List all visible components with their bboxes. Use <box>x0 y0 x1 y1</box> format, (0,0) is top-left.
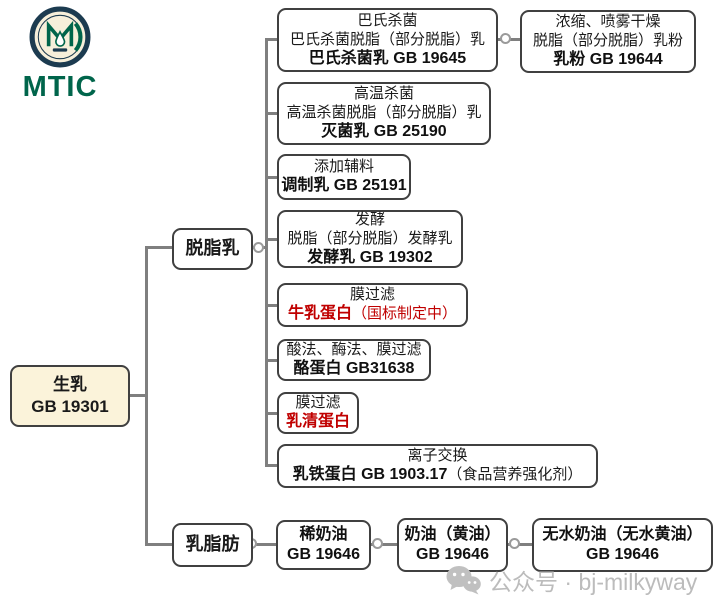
product-desc: 巴氏杀菌脱脂（部分脱脂）乳 <box>289 30 485 48</box>
connector-dot <box>500 33 511 44</box>
connector-line <box>266 112 277 115</box>
node-standard: GB 19301 <box>31 397 109 416</box>
node-standard: 巴氏杀菌乳 GB 19645 <box>308 49 467 67</box>
node-standard: 酪蛋白 GB31638 <box>293 360 415 378</box>
connector-line <box>266 38 277 41</box>
node-lactoferrin: 离子交换 乳铁蛋白 GB 1903.17（食品营养强化剂） <box>277 444 598 488</box>
node-butter: 奶油（黄油） GB 19646 <box>397 518 508 572</box>
connector-line <box>266 304 277 307</box>
node-sterilized-milk: 高温杀菌 高温杀菌脱脂（部分脱脂）乳 灭菌乳 GB 25190 <box>277 82 491 145</box>
node-milk-fat: 乳脂肪 <box>172 523 253 567</box>
connector-line <box>148 246 172 249</box>
watermark-text: 公众号 · bj-milkyway <box>489 569 698 595</box>
node-casein: 酸法、酶法、膜过滤 酪蛋白 GB31638 <box>277 339 431 381</box>
connector-line <box>148 543 172 546</box>
node-cream: 稀奶油 GB 19646 <box>276 520 371 570</box>
connector-line <box>266 176 277 179</box>
node-whey-protein: 膜过滤 乳清蛋白 <box>277 392 359 434</box>
node-anhydrous-butter: 无水奶油（无水黄油） GB 19646 <box>532 518 713 572</box>
process-label: 发酵 <box>354 210 385 228</box>
process-label: 膜过滤 <box>349 286 395 304</box>
wechat-icon <box>446 566 481 595</box>
product-desc: 脱脂（部分脱脂）乳粉 <box>532 32 683 50</box>
standard-code: 乳铁蛋白 GB 1903.17 <box>292 466 448 484</box>
connector-line <box>371 543 397 546</box>
status-note: （国标制定中） <box>352 305 458 323</box>
mtic-logo-text: MTIC <box>22 71 98 103</box>
node-standard: 发酵乳 GB 19302 <box>307 248 433 266</box>
node-title: 奶油（黄油） <box>404 525 501 543</box>
node-title: 无水奶油（无水黄油） <box>542 525 703 543</box>
connector-line <box>265 38 268 467</box>
connector-line <box>266 412 277 415</box>
node-standard: 乳铁蛋白 GB 1903.17（食品营养强化剂） <box>293 465 583 485</box>
process-label: 离子交换 <box>407 447 468 465</box>
node-skim-milk: 脱脂乳 <box>172 228 253 270</box>
node-modified-milk: 添加辅料 调制乳 GB 25191 <box>277 154 411 200</box>
connector-dot <box>509 538 520 549</box>
connector-dot <box>372 538 383 549</box>
connector-line <box>245 543 276 546</box>
product-name: 乳清蛋白 <box>285 413 350 431</box>
mtic-seal-icon <box>29 6 91 68</box>
node-milk-powder: 浓缩、喷雾干燥 脱脂（部分脱脂）乳粉 乳粉 GB 19644 <box>520 10 696 73</box>
node-title: 脱脂乳 <box>185 238 240 259</box>
node-standard: 牛乳蛋白（国标制定中） <box>288 304 457 324</box>
connector-line <box>145 246 148 546</box>
process-label: 酸法、酶法、膜过滤 <box>286 341 422 359</box>
mtic-logo: MTIC <box>8 6 112 104</box>
node-fermented-milk: 发酵 脱脂（部分脱脂）发酵乳 发酵乳 GB 19302 <box>277 210 463 268</box>
product-desc: 脱脂（部分脱脂）发酵乳 <box>287 229 453 247</box>
connector-dot <box>253 242 264 253</box>
product-name: 牛乳蛋白 <box>287 305 352 323</box>
node-milk-protein: 膜过滤 牛乳蛋白（国标制定中） <box>277 283 468 327</box>
node-standard: 乳粉 GB 19644 <box>553 51 663 69</box>
node-standard: GB 19646 <box>586 546 659 563</box>
connector-line <box>266 238 277 241</box>
process-label: 巴氏杀菌 <box>357 11 418 29</box>
connector-line <box>130 394 148 397</box>
node-standard: GB 19646 <box>287 546 360 563</box>
node-standard: 调制乳 GB 25191 <box>281 177 407 195</box>
watermark: 公众号 · bj-milkyway <box>446 563 697 597</box>
node-standard: 灭菌乳 GB 25190 <box>321 123 447 141</box>
node-standard: GB 19646 <box>416 546 489 563</box>
process-label: 添加辅料 <box>313 158 374 176</box>
process-label: 高温杀菌 <box>353 85 414 103</box>
node-title: 乳脂肪 <box>185 534 240 555</box>
connector-line <box>266 359 277 362</box>
connector-line <box>508 543 532 546</box>
connector-line <box>266 464 277 467</box>
product-desc: 高温杀菌脱脂（部分脱脂）乳 <box>286 104 482 122</box>
process-label: 浓缩、喷雾干燥 <box>555 13 661 31</box>
process-label: 膜过滤 <box>295 394 341 412</box>
node-title: 稀奶油 <box>299 525 348 543</box>
node-title: 生乳 <box>53 375 87 395</box>
node-pasteurized-milk: 巴氏杀菌 巴氏杀菌脱脂（部分脱脂）乳 巴氏杀菌乳 GB 19645 <box>277 8 498 72</box>
node-raw-milk: 生乳 GB 19301 <box>10 365 130 427</box>
usage-note: （食品营养强化剂） <box>447 466 583 484</box>
